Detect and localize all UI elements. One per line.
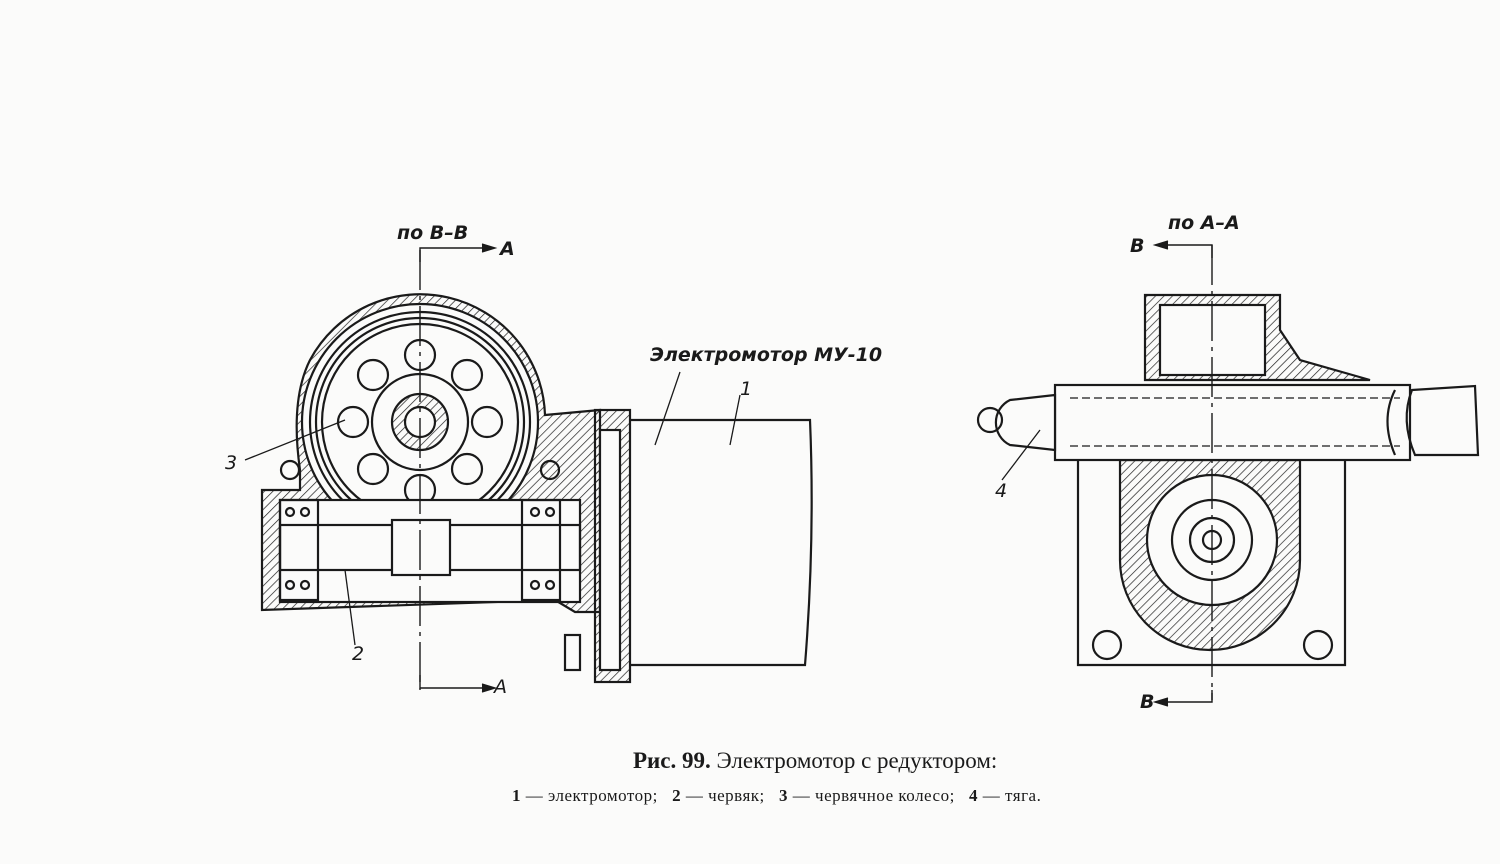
legend-num: 4: [969, 786, 979, 805]
pull-rod: [976, 383, 1480, 462]
section-label-a-a: по A–A: [1168, 212, 1240, 234]
motor-body: [593, 408, 813, 684]
legend-num: 3: [779, 786, 789, 805]
legend-text: — червячное колесо;: [792, 786, 955, 805]
motor-label: Электромотор МУ-10: [650, 344, 883, 366]
figure-legend: 1 — электромотор; 2 — червяк; 3 — червяч…: [512, 786, 1041, 806]
left-centerline: [419, 243, 498, 693]
legend-text: — электромотор;: [525, 786, 658, 805]
arrow-label-a-bottom: A: [494, 676, 507, 698]
section-label-b-b: по B–B: [397, 222, 469, 244]
bearings: [278, 498, 562, 602]
callout-1: 1: [740, 378, 753, 400]
leader-4: [1001, 429, 1041, 481]
left-leaders: [244, 371, 741, 646]
arrow-label-a-top: A: [500, 238, 515, 260]
callout-4: 4: [995, 480, 1008, 502]
legend-num: 2: [672, 786, 682, 805]
caption-title: Электромотор с редуктором:: [716, 748, 998, 773]
arrow-label-b-bottom: B: [1140, 691, 1155, 713]
caption-number: Рис. 99.: [633, 748, 711, 773]
callout-2: 2: [352, 643, 365, 665]
callout-3: 3: [225, 452, 238, 474]
wheel-holes: [336, 338, 504, 507]
legend-text: — червяк;: [685, 786, 765, 805]
figure-caption: Рис. 99. Электромотор с редуктором:: [633, 748, 997, 774]
left-view-gearbox: [260, 293, 602, 672]
right-centerline: [1152, 240, 1213, 707]
legend-num: 1: [512, 786, 521, 805]
right-view-housing: [1076, 293, 1371, 667]
arrow-label-b-top: B: [1130, 235, 1145, 257]
legend-text: — тяга.: [982, 786, 1042, 805]
